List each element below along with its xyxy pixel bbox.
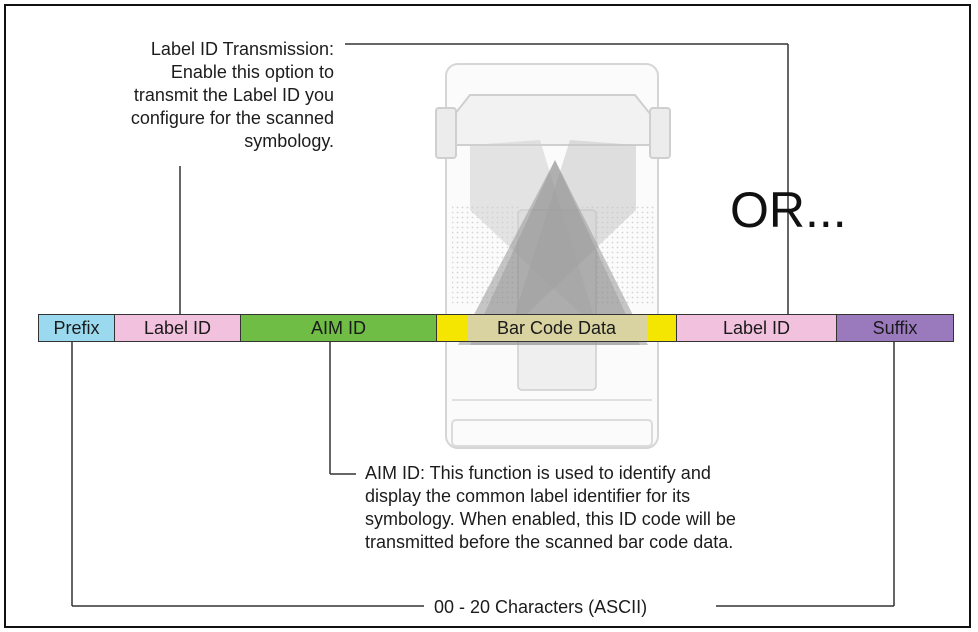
label-id-callout: Label ID Transmission: Enable this optio… xyxy=(130,39,334,151)
or-text: OR... xyxy=(730,182,847,238)
segment-bar-code-data: Bar Code Data xyxy=(437,315,677,341)
segment-prefix: Prefix xyxy=(39,315,115,341)
segment-label-id-alt: Label ID xyxy=(677,315,837,341)
character-range-label: 00 - 20 Characters (ASCII) xyxy=(430,596,652,618)
field-bar: Prefix Label ID AIM ID Bar Code Data Lab… xyxy=(38,314,954,342)
segment-label-id: Label ID xyxy=(115,315,241,341)
aim-id-callout: AIM ID: This function is used to identif… xyxy=(365,463,736,552)
segment-suffix: Suffix xyxy=(837,315,953,341)
segment-aim-id: AIM ID xyxy=(241,315,437,341)
